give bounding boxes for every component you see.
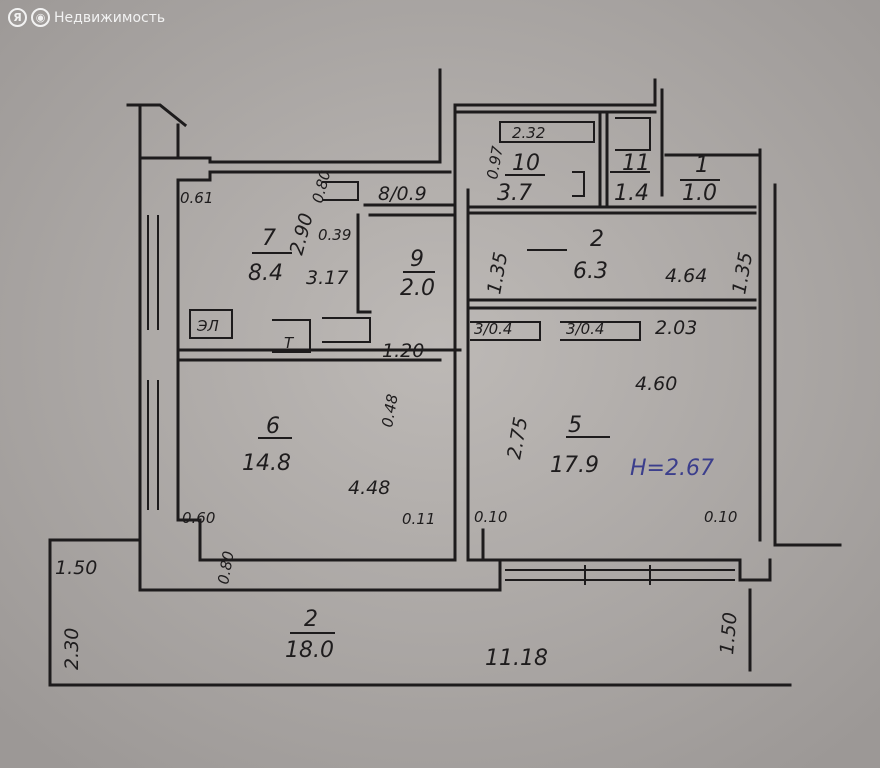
yandex-logo-icon: Я bbox=[8, 8, 27, 27]
dim: 0.11 bbox=[402, 510, 435, 528]
dim: 0.10 bbox=[704, 508, 737, 526]
room-11-area: 1.4 bbox=[614, 181, 649, 206]
dim: 3.17 bbox=[306, 267, 348, 289]
dim: 0.39 bbox=[318, 226, 351, 244]
balcony-area: 18.0 bbox=[285, 638, 334, 663]
room-1-number: 1 bbox=[695, 153, 709, 178]
dim: 0.10 bbox=[474, 508, 507, 526]
room-8-label: 8/0.9 bbox=[378, 183, 427, 205]
dim: 4.48 bbox=[348, 477, 390, 499]
dim: 11.18 bbox=[485, 646, 548, 671]
dim: 0.61 bbox=[180, 189, 213, 207]
room-2-number: 2 bbox=[590, 227, 604, 252]
room-3b-label: 3/0.4 bbox=[566, 320, 604, 338]
yandex-realty-watermark: Я ◉ Недвижимость bbox=[8, 8, 165, 27]
room-9-number: 9 bbox=[410, 247, 424, 272]
room-11-number: 11 bbox=[622, 151, 650, 176]
room-7-area: 8.4 bbox=[248, 261, 283, 286]
fixture-t-label: Т bbox=[284, 334, 295, 352]
dim: 4.64 bbox=[665, 265, 707, 287]
stove-label: ЭЛ bbox=[196, 317, 219, 335]
room-6-number: 6 bbox=[266, 414, 280, 439]
walls bbox=[48, 68, 842, 687]
room-5-number: 5 bbox=[568, 413, 582, 438]
location-circle-icon: ◉ bbox=[31, 8, 50, 27]
dim: 2.30 bbox=[61, 628, 83, 670]
room-10-area: 3.7 bbox=[497, 181, 532, 206]
room-3a-label: 3/0.4 bbox=[474, 320, 512, 338]
dim: 0.80 bbox=[214, 550, 238, 586]
dimension-labels: 0.61 2.90 0.80 0.39 3.17 2.32 0.97 1.35 … bbox=[55, 124, 757, 671]
balcony-number: 2 bbox=[304, 607, 318, 632]
dim: 1.20 bbox=[382, 340, 424, 362]
dim: 0.60 bbox=[182, 509, 215, 527]
dim: 4.60 bbox=[635, 373, 677, 395]
room-9-area: 2.0 bbox=[400, 276, 435, 301]
dim: 0.97 bbox=[483, 144, 507, 180]
ceiling-height: H=2.67 bbox=[630, 456, 714, 481]
room-7-number: 7 bbox=[262, 226, 276, 251]
room-labels: 7 8.4 9 2.0 10 3.7 11 1.4 1 1.0 2 6.3 6 … bbox=[242, 151, 717, 663]
room-1-area: 1.0 bbox=[682, 181, 717, 206]
dim: 2.32 bbox=[512, 124, 545, 142]
room-5-area: 17.9 bbox=[550, 453, 599, 478]
dim: 2.03 bbox=[655, 317, 697, 339]
dim: 1.50 bbox=[55, 557, 97, 579]
dim: 0.48 bbox=[378, 393, 402, 429]
room-6-area: 14.8 bbox=[242, 451, 291, 476]
brand-name: Недвижимость bbox=[54, 9, 166, 26]
dim: 1.50 bbox=[716, 611, 742, 655]
room-2-area: 6.3 bbox=[573, 259, 608, 284]
room-10-number: 10 bbox=[512, 151, 540, 176]
